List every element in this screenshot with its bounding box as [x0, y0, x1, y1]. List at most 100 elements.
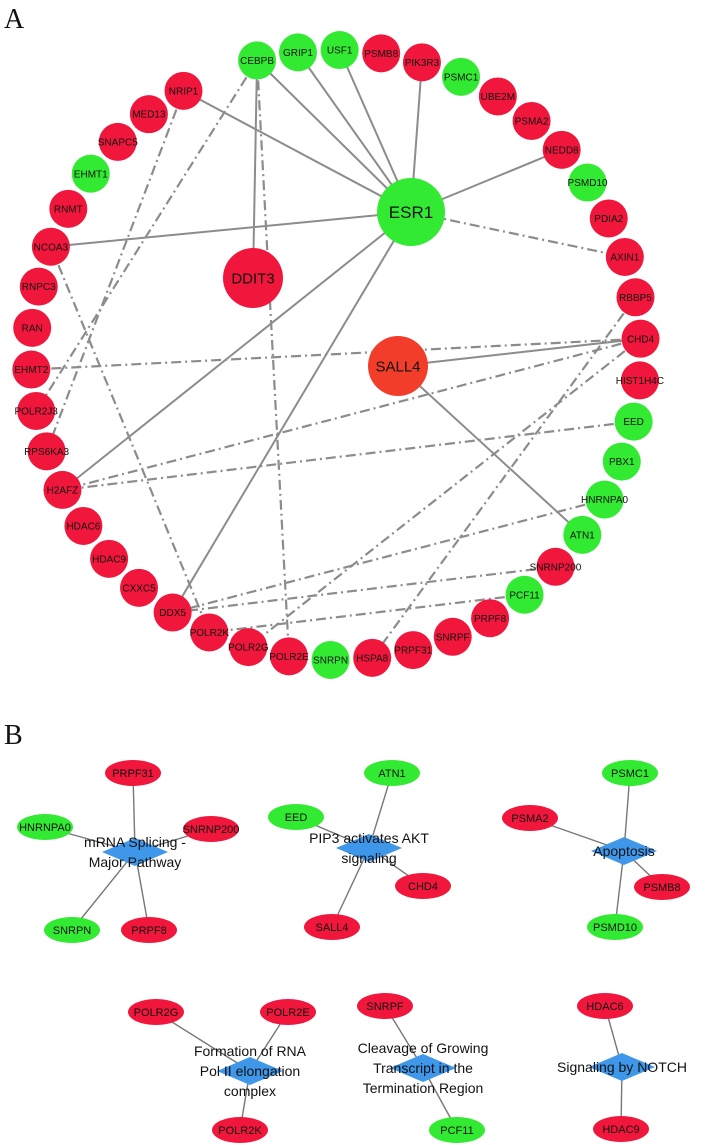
- pathway-label: signaling: [341, 850, 396, 866]
- node-label-ddit3: DDIT3: [231, 270, 274, 287]
- pathway-diamond: [336, 834, 402, 862]
- pathway-gene-label: PCF11: [440, 1125, 473, 1137]
- node-label-polr2e: POLR2E: [269, 652, 309, 663]
- pathway-gene-eed: EED: [268, 804, 324, 830]
- pathway-gene-snrnp200: SNRNP200: [183, 816, 240, 842]
- edge-sall4-chd4: [397, 337, 641, 367]
- pathway-gene-pcf11: PCF11: [429, 1117, 485, 1143]
- panel-b-label: B: [4, 720, 23, 751]
- pathway-edge: [71, 851, 136, 931]
- node-hdac6: HDAC6: [64, 506, 103, 545]
- edge-esr1-cebpb: [256, 59, 412, 213]
- node-label-rbbp5: RBBP5: [619, 293, 652, 304]
- pathway-label: Signaling by NOTCH: [557, 1059, 687, 1075]
- node-med13: MED13: [129, 95, 168, 134]
- node-ehmt2: EHMT2: [12, 350, 51, 389]
- node-snrpn: SNRPN: [311, 640, 350, 679]
- pathway-gene-label: PRPF31: [112, 768, 154, 780]
- node-label-snapc5: SNAPC5: [98, 138, 138, 149]
- edge-sall4-atn1: [397, 365, 583, 536]
- node-hdac9: HDAC9: [90, 539, 129, 578]
- node-label-h2afz: H2AFZ: [47, 485, 79, 496]
- node-hist1h4c: HIST1H4C: [616, 361, 664, 400]
- pathway-gene-label: HNRNPA0: [19, 822, 71, 834]
- edge-chd4-h2afz: [62, 337, 641, 491]
- node-ddit3: DDIT3: [223, 248, 283, 308]
- pathway-label: Cleavage of Growing: [358, 1040, 489, 1056]
- node-label-hist1h4c: HIST1H4C: [616, 376, 664, 387]
- node-h2afz: H2AFZ: [43, 470, 82, 509]
- edge-ncoa3-polr2k: [49, 246, 211, 633]
- node-label-snrpf: SNRPF: [436, 632, 470, 643]
- node-label-med13: MED13: [132, 110, 166, 121]
- node-psmc1: PSMC1: [442, 57, 481, 96]
- node-label-psmd10: PSMD10: [568, 178, 608, 189]
- node-label-atn1: ATN1: [570, 530, 595, 541]
- pathway-gene-hdac9: HDAC9: [593, 1116, 649, 1142]
- node-atn1: ATN1: [563, 515, 602, 554]
- node-label-hdac6: HDAC6: [66, 522, 100, 533]
- node-cxxc5: CXXC5: [120, 568, 159, 607]
- node-prpf31: PRPF31: [394, 631, 433, 670]
- node-polr2j3: POLR2J3: [14, 391, 58, 430]
- pathway-label: Transcript in the: [373, 1060, 473, 1076]
- pathway-gene-chd4: CHD4: [395, 873, 451, 899]
- node-label-axin1: AXIN1: [610, 253, 639, 264]
- node-label-polr2k: POLR2K: [190, 628, 230, 639]
- node-esr1: ESR1: [377, 178, 445, 246]
- pathway-diamond: [217, 1057, 283, 1085]
- pathway-label: mRNA Splicing -: [84, 834, 186, 850]
- pathway-gene-label: HDAC6: [586, 1001, 623, 1013]
- edge-esr1-h2afz: [61, 211, 412, 491]
- node-ehmt1: EHMT1: [71, 154, 110, 193]
- pathway-gene-polr2e: POLR2E: [260, 999, 316, 1025]
- node-label-chd4: CHD4: [627, 334, 655, 345]
- node-label-cebpb: CEBPB: [240, 56, 274, 67]
- node-label-rnmt: RNMT: [54, 204, 83, 215]
- node-label-rnpc3: RNPC3: [22, 282, 56, 293]
- pathway-gene-label: POLR2G: [134, 1007, 179, 1019]
- node-psmb8: PSMB8: [362, 34, 401, 73]
- pathway-gene-label: PSMA2: [511, 813, 548, 825]
- node-pbx1: PBX1: [602, 442, 641, 481]
- node-label-psmc1: PSMC1: [444, 72, 479, 83]
- pathway-gene-snrpn: SNRPN: [44, 917, 100, 943]
- node-rps6ka3: RPS6KA3: [24, 432, 70, 471]
- edge-pcf11-polr2k: [209, 593, 525, 634]
- pathway-gene-label: CHD4: [408, 881, 438, 893]
- pathway-gene-prpf31: PRPF31: [105, 760, 161, 786]
- node-polr2e: POLR2E: [269, 637, 309, 676]
- node-label-ddx5: DDX5: [159, 608, 186, 619]
- pathway-edge: [331, 847, 370, 928]
- node-label-prpf31: PRPF31: [394, 646, 432, 657]
- node-label-ncoa3: NCOA3: [34, 242, 69, 253]
- pathway-gene-hdac6: HDAC6: [577, 993, 633, 1019]
- node-rbbp5: RBBP5: [616, 278, 655, 317]
- edge-chd4-polr2g: [247, 337, 642, 648]
- node-label-ehmt2: EHMT2: [14, 365, 48, 376]
- node-axin1: AXIN1: [605, 237, 644, 276]
- node-grip1: GRIP1: [278, 33, 317, 72]
- pathway-gene-label: ATN1: [378, 768, 405, 780]
- node-label-snrnp200: SNRNP200: [530, 562, 582, 573]
- node-label-ehmt1: EHMT1: [74, 169, 108, 180]
- pathway-gene-label: HDAC9: [602, 1124, 639, 1136]
- node-hspa8: HSPA8: [353, 638, 392, 677]
- edge-eed-h2afz: [62, 420, 634, 491]
- node-label-rps6ka3: RPS6KA3: [24, 447, 69, 458]
- node-label-hdac9: HDAC9: [92, 554, 126, 565]
- node-ncoa3: NCOA3: [31, 227, 70, 266]
- pathway-gene-polr2k: POLR2K: [212, 1117, 268, 1143]
- node-sall4: SALL4: [368, 336, 428, 396]
- node-label-polr2g: POLR2G: [228, 643, 269, 654]
- node-label-eed: EED: [623, 417, 644, 428]
- node-label-sall4: SALL4: [375, 358, 420, 375]
- network-edges: [31, 49, 642, 659]
- node-label-usf1: USF1: [327, 46, 353, 57]
- pathway-gene-label: SNRNP200: [183, 824, 240, 836]
